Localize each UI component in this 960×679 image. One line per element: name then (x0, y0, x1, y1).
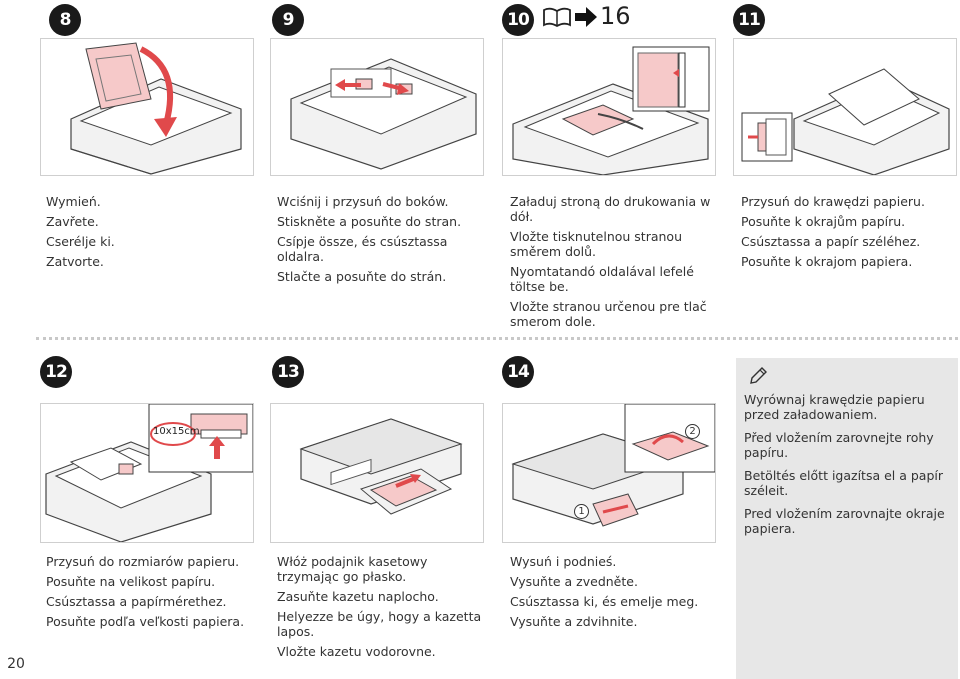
arrow-right-icon (574, 6, 598, 28)
step-12-line: Przysuń do rozmiarów papieru. (46, 554, 240, 569)
book-icon (542, 6, 572, 28)
step-14-line: Csúsztassa ki, és emelje meg. (510, 594, 699, 609)
step-12-line: Posuňte podľa veľkosti papiera. (46, 614, 245, 629)
step-8-line: Zavřete. (46, 214, 99, 229)
step-12-line: Posuňte na velikost papíru. (46, 574, 216, 589)
section-divider (36, 337, 958, 340)
reference-page-number: 16 (600, 2, 631, 30)
callout-2: 2 (685, 424, 700, 439)
step-9-line: Csípje össze, és csúsztassa oldalra. (277, 234, 448, 264)
step-13-line: Zasuňte kazetu naplocho. (277, 589, 439, 604)
step-9-badge: 9 (272, 4, 304, 36)
step-10-line: Załaduj stroną do drukowania w dół. (510, 194, 711, 224)
step-9-line: Wciśnij i przysuń do boków. (277, 194, 449, 209)
step-14-line: Vysuňte a zvedněte. (510, 574, 638, 589)
step-13-line: Vložte kazetu vodorovne. (277, 644, 436, 659)
paper-size-label: 10x15cm (153, 426, 200, 437)
step-8-badge: 8 (49, 4, 81, 36)
step-12-line: Csúsztassa a papírmérethez. (46, 594, 227, 609)
step-8-line: Cserélje ki. (46, 234, 115, 249)
step-11-line: Posuňte k okrajům papíru. (741, 214, 906, 229)
step-10-line: Nyomtatandó oldalával lefelé töltse be. (510, 264, 694, 294)
step-10-text: Załaduj stroną do drukowania w dół. Vlož… (510, 194, 725, 334)
note-line: Betöltés előtt igazítsa el a papír széle… (744, 468, 944, 498)
step-9-text: Wciśnij i przysuń do boków. Stiskněte a … (277, 194, 492, 289)
note-line: Pred vložením zarovnajte okraje papiera. (744, 506, 945, 536)
note-text: Wyrównaj krawędzie papieru przed załadow… (744, 392, 949, 544)
step-10-illustration (502, 38, 716, 176)
note-panel: Wyrównaj krawędzie papieru przed załadow… (736, 358, 958, 679)
step-13-badge: 13 (272, 356, 304, 388)
step-11-illustration (733, 38, 957, 176)
step-13-illustration (270, 403, 484, 543)
note-line: Před vložením zarovnejte rohy papíru. (744, 430, 934, 460)
callout-1: 1 (574, 504, 589, 519)
step-13-line: Włóż podajnik kasetowy trzymając go płas… (277, 554, 428, 584)
step-11-badge: 11 (733, 4, 765, 36)
step-11-line: Przysuń do krawędzi papieru. (741, 194, 925, 209)
step-14-line: Vysuňte a zdvihnite. (510, 614, 638, 629)
step-14-illustration (502, 403, 716, 543)
step-8-line: Zatvorte. (46, 254, 104, 269)
step-10-badge: 10 (502, 4, 534, 36)
note-line: Wyrównaj krawędzie papieru przed załadow… (744, 392, 925, 422)
step-8-text: Wymień. Zavřete. Cserélje ki. Zatvorte. (46, 194, 256, 274)
step-8-line: Wymień. (46, 194, 101, 209)
step-12-illustration (40, 403, 254, 543)
step-12-text: Przysuń do rozmiarów papieru. Posuňte na… (46, 554, 261, 634)
step-8-illustration (40, 38, 254, 176)
pencil-icon (748, 366, 768, 386)
step-9-illustration (270, 38, 484, 176)
step-10-line: Vložte stranou určenou pre tlač smerom d… (510, 299, 707, 329)
step-14-badge: 14 (502, 356, 534, 388)
step-11-text: Przysuń do krawędzi papieru. Posuňte k o… (741, 194, 956, 274)
step-13-text: Włóż podajnik kasetowy trzymając go płas… (277, 554, 482, 664)
step-9-line: Stlačte a posuňte do strán. (277, 269, 447, 284)
step-11-line: Csúsztassa a papír széléhez. (741, 234, 921, 249)
step-14-text: Wysuń i podnieś. Vysuňte a zvedněte. Csú… (510, 554, 725, 634)
step-9-line: Stiskněte a posuňte do stran. (277, 214, 462, 229)
step-14-line: Wysuń i podnieś. (510, 554, 617, 569)
step-10-line: Vložte tisknutelnou stranou směrem dolů. (510, 229, 683, 259)
step-11-line: Posuňte k okrajom papiera. (741, 254, 913, 269)
page-number: 20 (7, 656, 25, 672)
step-13-line: Helyezze be úgy, hogy a kazetta lapos. (277, 609, 482, 639)
step-12-badge: 12 (40, 356, 72, 388)
